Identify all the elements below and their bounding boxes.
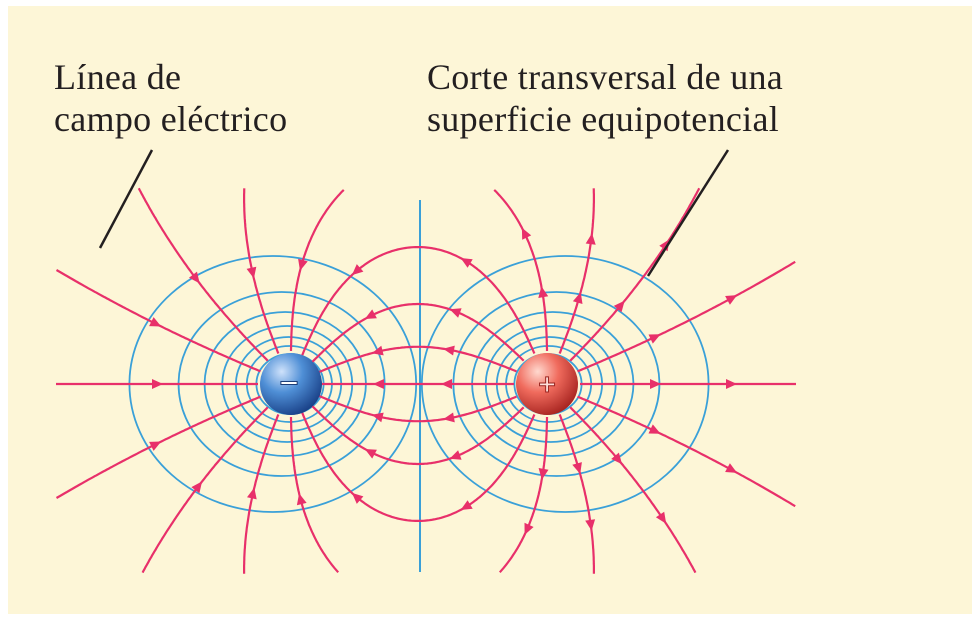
equipotential-label-line-2: superficie equipotencial [427,99,780,139]
field-line-6 [301,412,536,522]
field-line-3 [569,406,697,574]
field-line-8-arrow-2 [371,412,384,423]
equipotential-label-line-1: Corte transversal de una [427,57,784,97]
field-line-15-arrow-1 [613,300,625,313]
field-line-label-line-1: Línea de [54,57,182,97]
field-line-10-arrow-2 [371,345,384,356]
field-lines [55,187,796,574]
field-line-16 [577,260,796,373]
outer-field-line-6-arrow-1 [247,487,257,500]
field-line-3-arrow-1 [611,452,623,465]
positive-charge-sign: + [537,370,557,398]
field-line-15 [569,187,701,362]
field-line-11-arrow-2 [364,309,377,319]
field-line-5-arrow-1 [538,468,549,480]
field-line-1-arrow-2 [726,379,737,389]
field-line-3-arrow-2 [655,511,667,524]
field-line-7 [310,404,525,466]
field-line-10 [317,345,517,374]
field-line-6-arrow-1 [460,500,473,510]
field-line-7-arrow-1 [449,450,462,460]
charges: − + [260,353,578,415]
field-line-14-arrow-2 [585,233,596,245]
field-line-16-arrow-1 [648,334,661,344]
field-line-13 [493,189,549,351]
field-line-4 [558,414,595,574]
outer-field-line-8-arrow-1 [149,441,162,451]
field-line-12-arrow-2 [351,264,364,276]
field-line-2-arrow-1 [648,424,661,434]
field-line-6-arrow-2 [351,492,364,504]
field-line-4-arrow-1 [572,462,582,474]
field-line-12 [301,246,536,356]
outer-field-line-9-arrow-1 [152,379,163,389]
positive-charge: + [516,353,578,415]
field-line-14-arrow-1 [572,292,583,304]
outer-field-line-6 [243,414,280,574]
equipotential-curves [128,200,710,572]
field-line-8 [317,394,517,423]
field-line-16-arrow-2 [725,295,738,305]
field-line-leader [98,149,154,249]
field-line-11-arrow-1 [449,308,462,318]
field-line-5 [498,417,549,574]
field-line-8-arrow-1 [443,412,455,423]
outer-field-line-13-arrow-1 [298,258,308,271]
equipotential-leader [646,149,730,277]
field-line-9-arrow-2 [373,379,384,389]
label-leaders [98,149,730,277]
outer-field-line-7 [141,406,269,574]
outer-field-line-7-arrow-1 [191,481,203,494]
field-line-12-arrow-1 [460,258,473,268]
field-line-10-arrow-1 [443,345,455,356]
negative-charge-sign: − [278,368,300,398]
equipotential-label: Corte transversal de una superficie equi… [427,56,783,140]
field-line-13-arrow-2 [521,227,532,240]
field-line-1-arrow-1 [650,379,661,389]
field-line-13-arrow-1 [538,286,549,298]
outer-field-line-10-arrow-1 [149,317,162,327]
outer-field-line-5-arrow-1 [296,493,307,506]
field-line-label: Línea de campo eléctrico [54,56,287,140]
field-line-11 [310,302,525,364]
figure-panel [8,6,972,614]
field-line-4-arrow-2 [585,519,596,531]
field-line-9-arrow-1 [441,379,452,389]
field-line-label-line-2: campo eléctrico [54,99,288,139]
outer-field-line-11-arrow-1 [189,271,200,284]
field-line-2-arrow-2 [725,463,738,473]
outer-field-line-11 [137,187,269,362]
negative-charge-sphere [260,353,322,415]
positive-charge-sphere [516,353,578,415]
field-line-7-arrow-2 [364,449,377,459]
field-line-2 [577,395,796,508]
field-line-5-arrow-2 [524,522,534,535]
field-line-14 [558,188,595,354]
outer-field-line-12-arrow-1 [246,266,257,279]
negative-charge: − [260,353,322,415]
